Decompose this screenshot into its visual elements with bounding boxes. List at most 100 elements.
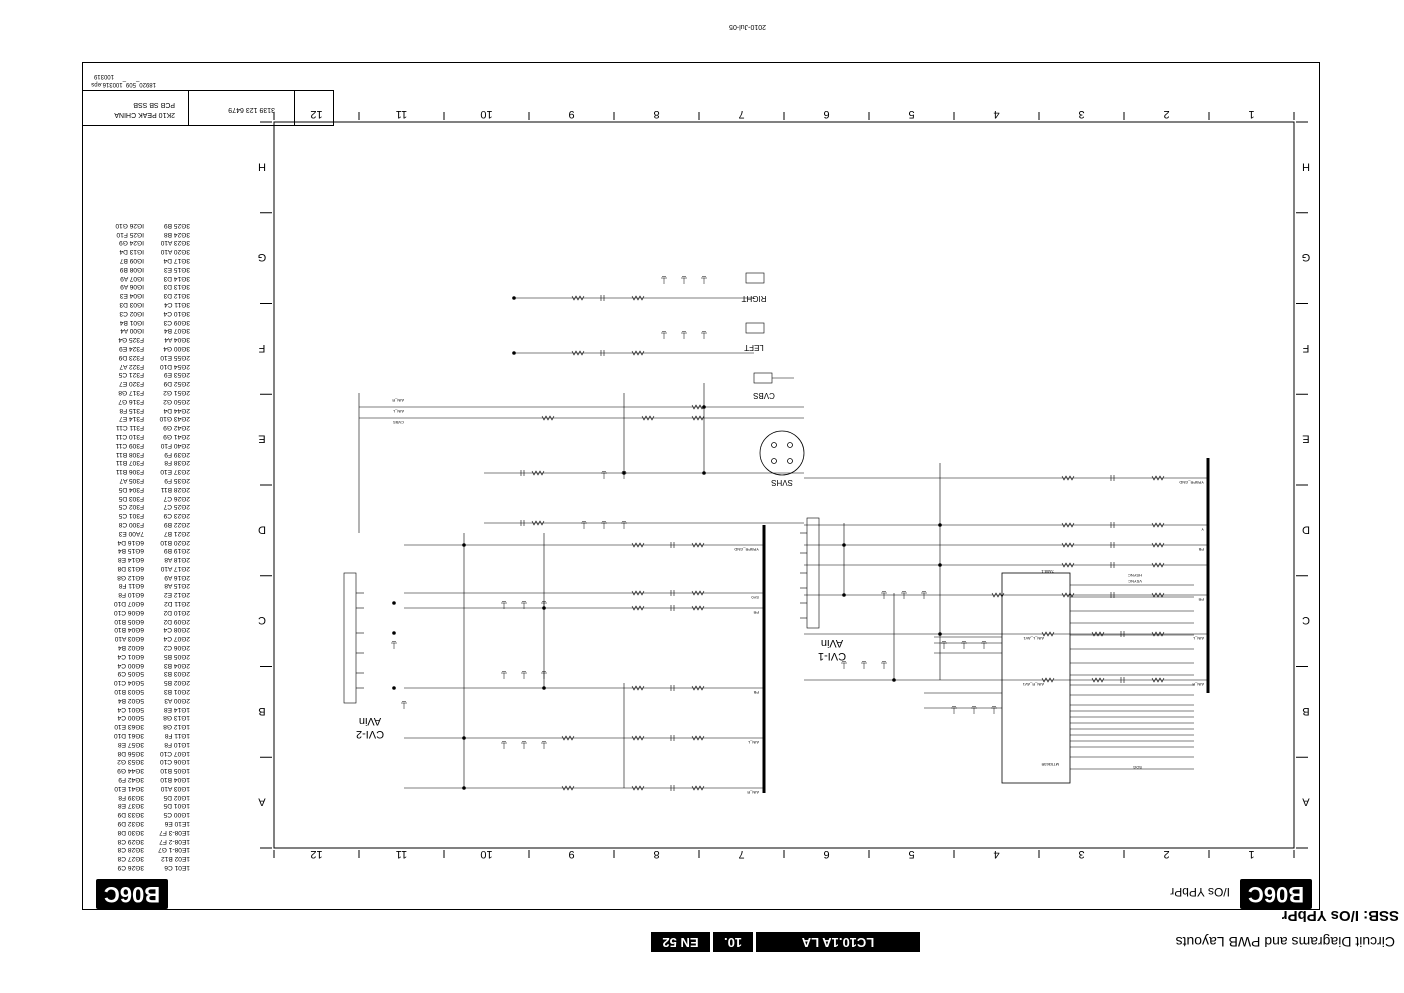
capacitor-symbol	[670, 685, 675, 691]
capacitor-symbol	[520, 520, 525, 526]
resistor-symbol	[691, 785, 705, 791]
cvi1-title: CVI-1	[818, 650, 846, 662]
grid-row-label: A	[258, 796, 266, 808]
center-signal-lines	[359, 297, 804, 524]
ground-symbol	[541, 741, 547, 749]
resistor-symbol	[1151, 631, 1165, 637]
grid-column-label: 7	[738, 848, 744, 860]
row-ticks	[260, 121, 1308, 849]
resistor-symbol	[531, 520, 545, 526]
grid-row-label: G	[258, 251, 267, 263]
resistor-symbol	[541, 415, 555, 421]
junction-dot	[392, 631, 396, 635]
grid-column-label: 10	[480, 848, 492, 860]
ground-symbol	[501, 671, 507, 679]
ground-symbol	[521, 671, 527, 679]
junction-dot	[892, 678, 896, 682]
svhs-connector	[759, 430, 805, 476]
resistor-symbol	[1091, 677, 1105, 683]
capacitor-symbol	[1110, 592, 1115, 598]
capacitor-symbol	[520, 470, 525, 476]
resistor-symbol	[1151, 592, 1165, 598]
cvbs-signal-label: CVBS	[393, 420, 404, 425]
resistor-symbol	[691, 685, 705, 691]
grid-column-label: 11	[396, 108, 407, 120]
junction-dot	[392, 601, 396, 605]
ground-symbol	[901, 591, 907, 599]
grid-row-label: B	[258, 705, 265, 717]
ain-r-center-label: AIN_R	[392, 398, 404, 403]
grid-column-label: 9	[568, 108, 574, 120]
grid-row-label: F	[258, 342, 265, 354]
capacitor-symbol	[600, 350, 605, 356]
ain-r-av1-label: AIN_R_AV1	[1022, 682, 1044, 687]
ground-symbol	[961, 641, 967, 649]
capacitor-symbol	[1110, 562, 1115, 568]
resistor-symbol	[1151, 475, 1165, 481]
ground-symbol	[681, 276, 687, 284]
grid-column-label: 7	[738, 108, 744, 120]
resistor-symbol	[1041, 677, 1055, 683]
ground-symbol	[881, 591, 887, 599]
capacitor-symbol	[600, 295, 605, 301]
ground-symbol	[841, 661, 847, 669]
capacitor-symbol	[1110, 522, 1115, 528]
ground-symbol	[661, 331, 667, 339]
grid-row-label: C	[258, 614, 266, 626]
resistor-symbol	[691, 735, 705, 741]
resistor-symbol	[571, 295, 585, 301]
cvi2-pr-label: PR	[753, 610, 759, 615]
grid-column-label: 5	[908, 108, 914, 120]
resistor-symbol	[561, 785, 575, 791]
ground-symbol	[521, 741, 527, 749]
resistor-symbol	[1061, 522, 1075, 528]
resistor-symbol	[991, 592, 1005, 598]
ain-l-av1-label: AIN_L_AV1	[1023, 636, 1044, 641]
junction-dot	[462, 786, 466, 790]
ground-symbol	[881, 661, 887, 669]
cvi2-signal-lines	[404, 533, 764, 789]
cvi1-subtitle: AVin	[821, 637, 843, 649]
resistor-symbol	[631, 785, 645, 791]
ground-symbol	[661, 276, 667, 284]
vsync-label: VSYNC	[1128, 579, 1142, 584]
resistor-symbol	[631, 295, 645, 301]
ground-symbol	[541, 671, 547, 679]
ic-block	[1001, 572, 1071, 784]
resistor-symbol	[1061, 475, 1075, 481]
grid-column-label: 6	[823, 848, 829, 860]
grid-row-label: D	[258, 523, 266, 535]
grid-row-label: C	[1302, 614, 1310, 626]
ground-symbol	[921, 591, 927, 599]
ain-r-label: AIN_R	[1192, 682, 1204, 687]
resistor-symbol	[691, 542, 705, 548]
cvbs-jack	[753, 372, 794, 384]
component-symbols	[520, 295, 1165, 791]
grid-column-label: 1	[1248, 848, 1254, 860]
capacitor-symbol	[1120, 631, 1125, 637]
resistor-symbol	[1061, 542, 1075, 548]
capacitor-symbol	[1120, 677, 1125, 683]
junction-dot	[392, 686, 396, 690]
ground-symbol	[501, 601, 507, 609]
ground-symbol	[681, 331, 687, 339]
ic-body	[1001, 572, 1071, 784]
cvi1-signal-lines	[804, 463, 1208, 681]
junction-dot	[842, 593, 846, 597]
grid-row-label: G	[1302, 251, 1311, 263]
ground-symbol	[521, 601, 527, 609]
ic-pin-lines	[1070, 584, 1194, 770]
resistor-symbol	[531, 470, 545, 476]
capacitor-symbol	[670, 542, 675, 548]
junction-dot	[702, 471, 706, 475]
ground-symbol	[501, 741, 507, 749]
junction-dot	[938, 523, 942, 527]
resistor-symbol	[631, 605, 645, 611]
ground-symbol	[951, 706, 957, 714]
resistor-symbol	[1151, 562, 1165, 568]
ground-symbols	[391, 276, 997, 749]
grid-row-label: D	[1302, 523, 1310, 535]
column-ticks	[273, 112, 1295, 858]
hsync-label: HSYNC	[1128, 573, 1142, 578]
